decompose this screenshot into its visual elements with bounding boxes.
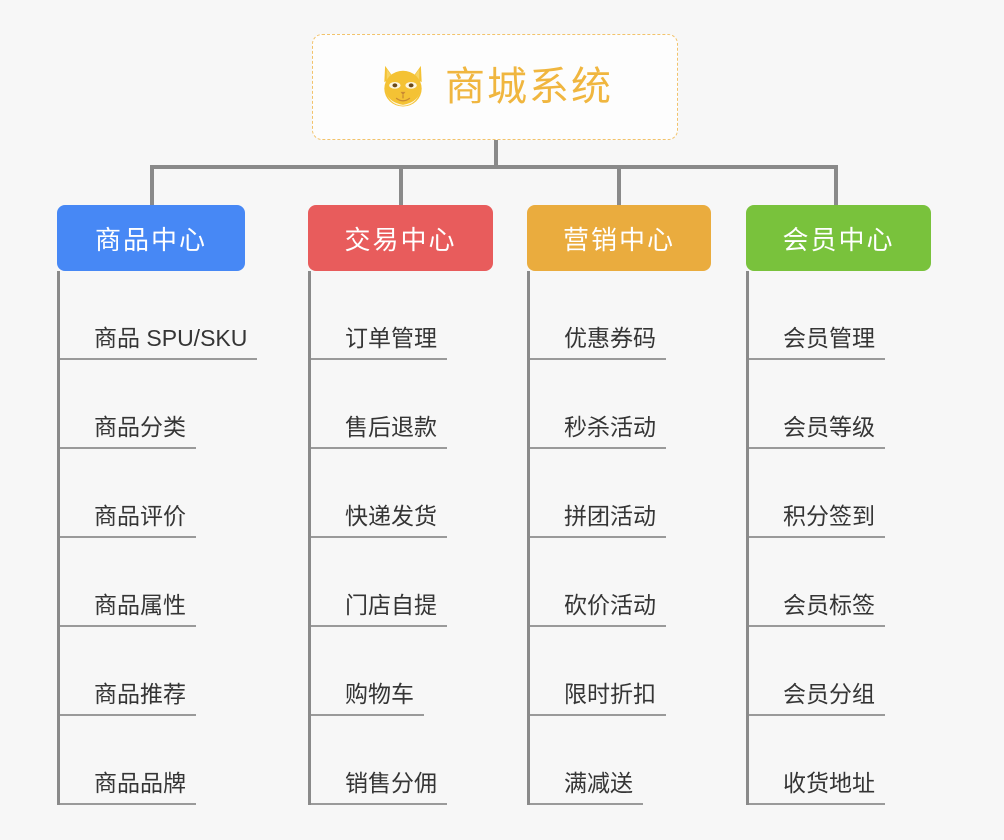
list-item-label: 秒杀活动 <box>530 414 666 449</box>
list-item[interactable]: 收货地址 <box>749 716 931 805</box>
list-item[interactable]: 售后退款 <box>311 360 493 449</box>
list-item[interactable]: 秒杀活动 <box>530 360 711 449</box>
list-item[interactable]: 购物车 <box>311 627 493 716</box>
list-item-label: 门店自提 <box>311 592 447 627</box>
category-column-product: 商品中心 商品 SPU/SKU 商品分类 商品评价 商品属性 商品推荐 商品品牌 <box>57 205 258 805</box>
list-item-label: 会员标签 <box>749 592 885 627</box>
category-column-trade: 交易中心 订单管理 售后退款 快递发货 门店自提 购物车 销售分佣 <box>308 205 493 805</box>
list-item-label: 砍价活动 <box>530 592 666 627</box>
list-item[interactable]: 会员标签 <box>749 538 931 627</box>
list-item-label: 会员分组 <box>749 681 885 716</box>
list-item[interactable]: 优惠券码 <box>530 271 711 360</box>
list-item[interactable]: 商品属性 <box>60 538 257 627</box>
list-item[interactable]: 满减送 <box>530 716 711 805</box>
list-item-label: 购物车 <box>311 681 424 716</box>
category-header-trade[interactable]: 交易中心 <box>308 205 493 271</box>
list-item-label: 商品推荐 <box>60 681 196 716</box>
list-item[interactable]: 商品评价 <box>60 449 257 538</box>
item-list-product: 商品 SPU/SKU 商品分类 商品评价 商品属性 商品推荐 商品品牌 <box>57 271 258 805</box>
list-item-label: 商品属性 <box>60 592 196 627</box>
list-item-label: 快递发货 <box>311 503 447 538</box>
list-item-label: 订单管理 <box>311 325 447 360</box>
connector-drop-3 <box>617 165 621 205</box>
list-item-label: 积分签到 <box>749 503 885 538</box>
list-item-label: 商品品牌 <box>60 770 196 805</box>
connector-drop-2 <box>399 165 403 205</box>
list-item[interactable]: 快递发货 <box>311 449 493 538</box>
root-title: 商城系统 <box>445 65 613 109</box>
list-item[interactable]: 会员管理 <box>749 271 931 360</box>
list-item-label: 售后退款 <box>311 414 447 449</box>
connector-stem <box>494 140 498 167</box>
item-list-member: 会员管理 会员等级 积分签到 会员标签 会员分组 收货地址 <box>746 271 931 805</box>
category-header-label: 营销中心 <box>562 224 675 255</box>
connector-bus <box>150 165 838 169</box>
list-item-label: 商品评价 <box>60 503 196 538</box>
list-item-label: 商品分类 <box>60 414 196 449</box>
root-node[interactable]: 商城系统 <box>312 34 678 140</box>
category-header-marketing[interactable]: 营销中心 <box>527 205 711 271</box>
list-item[interactable]: 销售分佣 <box>311 716 493 805</box>
list-item[interactable]: 拼团活动 <box>530 449 711 538</box>
list-item-label: 商品 SPU/SKU <box>60 325 258 360</box>
list-item[interactable]: 订单管理 <box>311 271 493 360</box>
connector-drop-4 <box>834 165 838 205</box>
category-header-label: 交易中心 <box>344 224 457 255</box>
list-item[interactable]: 限时折扣 <box>530 627 711 716</box>
list-item[interactable]: 门店自提 <box>311 538 493 627</box>
list-item-label: 拼团活动 <box>530 503 666 538</box>
category-column-marketing: 营销中心 优惠券码 秒杀活动 拼团活动 砍价活动 限时折扣 满减送 <box>527 205 711 805</box>
list-item-label: 满减送 <box>530 770 643 805</box>
list-item[interactable]: 商品推荐 <box>60 627 257 716</box>
category-header-label: 商品中心 <box>94 224 207 255</box>
list-item-label: 销售分佣 <box>311 770 447 805</box>
item-list-marketing: 优惠券码 秒杀活动 拼团活动 砍价活动 限时折扣 满减送 <box>527 271 711 805</box>
list-item[interactable]: 砍价活动 <box>530 538 711 627</box>
list-item[interactable]: 商品 SPU/SKU <box>60 271 258 360</box>
list-item-label: 收货地址 <box>749 770 885 805</box>
list-item-label: 会员等级 <box>749 414 885 449</box>
item-list-trade: 订单管理 售后退款 快递发货 门店自提 购物车 销售分佣 <box>308 271 493 805</box>
category-header-label: 会员中心 <box>782 224 895 255</box>
shiba-inu-icon <box>384 65 422 109</box>
list-item-label: 限时折扣 <box>530 681 666 716</box>
category-column-member: 会员中心 会员管理 会员等级 积分签到 会员标签 会员分组 收货地址 <box>746 205 931 805</box>
list-item-label: 会员管理 <box>749 325 885 360</box>
category-header-member[interactable]: 会员中心 <box>746 205 931 271</box>
root-node-content: 商城系统 <box>377 61 613 113</box>
list-item[interactable]: 会员分组 <box>749 627 931 716</box>
category-header-product[interactable]: 商品中心 <box>57 205 245 271</box>
list-item[interactable]: 商品品牌 <box>60 716 257 805</box>
connector-drop-1 <box>150 165 154 205</box>
list-item-label: 优惠券码 <box>530 325 666 360</box>
list-item[interactable]: 会员等级 <box>749 360 931 449</box>
list-item[interactable]: 商品分类 <box>60 360 257 449</box>
list-item[interactable]: 积分签到 <box>749 449 931 538</box>
